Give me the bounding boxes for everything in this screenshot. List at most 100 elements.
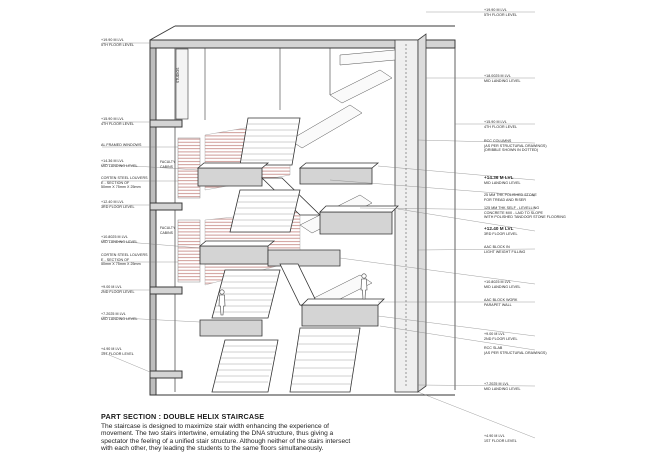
annotation-aac-block-filling: AAC BLOCK IN LIGHT WEIGHT FILLING [484, 245, 525, 254]
landing-14-36-left [197, 167, 263, 187]
annotation-4th-floor-right: +15.90 M LVL 4TH FLOOR LEVEL [484, 120, 517, 129]
level-value: +10.8025 M LVL [101, 235, 128, 239]
stair-flight [229, 189, 301, 233]
cabin-label-line: FACULTY [160, 160, 176, 164]
annotation-4th-floor-left: +15.90 M LVL 4TH FLOOR LEVEL [101, 117, 134, 126]
caption-line: spectator the feeling of a unified stair… [101, 437, 351, 445]
slab-3rd-left [149, 202, 183, 211]
note-line: (DRIBBLE SHOWN IN DOTTED) [484, 148, 539, 153]
level-name: 2ND FLOOR LEVEL [484, 336, 518, 341]
level-name: MID LANDING LEVEL [101, 239, 138, 244]
faculty-cabins-lower-label: FACULTY CABINS [160, 226, 175, 235]
level-name: 4TH FLOOR LEVEL [101, 121, 135, 126]
landing-top [196, 162, 270, 169]
stair-treads [214, 345, 277, 383]
note-line: E - SECTION OF [101, 257, 130, 262]
cabin-label-line: CABINS [160, 164, 173, 169]
level-value: +4.90 M LVL [101, 347, 122, 351]
annotation-mid-landing-7-left: +7.2025 M LVL MID LANDING LEVEL [101, 312, 138, 321]
note-line: 25 MM THK POLISHED STONE [484, 193, 537, 197]
note-line: CONCRETE MIX - LAID TO SLOPE [484, 210, 543, 215]
caption-line: The staircase is designed to maximize st… [101, 423, 329, 430]
note-line: (AS PER STRUCTURAL DRAWINGS) [484, 143, 547, 148]
stair-treads [232, 195, 299, 227]
cabin-label-line: CABINS [160, 230, 173, 235]
left-outer-wall [149, 47, 157, 396]
note-line: WITH POLISHED TANDOOR STONE FLOORING [484, 215, 566, 220]
note-line: E - SECTION OF [101, 180, 130, 185]
level-name: 1ST FLOOR LEVEL [484, 438, 517, 443]
cabin-label-line: FACULTY [160, 226, 176, 230]
level-value: +12.40 M LVL [484, 226, 514, 231]
note-line: RCC SLAB [484, 346, 503, 350]
annotation-1st-floor-left: +4.90 M LVL 1ST FLOOR LEVEL [101, 347, 134, 356]
annotation-5th-floor-right: +19.90 M LVL 5TH FLOOR LEVEL [484, 8, 517, 17]
level-value: +4.90 M LVL [484, 434, 505, 438]
annotation-mid-landing-14-right: +14.36 M LVL MID LANDING LEVEL [484, 175, 521, 185]
note-line: PARAPET WALL [484, 302, 512, 307]
annotation-mid-landing-10-left: +10.8025 M LVL MID LANDING LEVEL [101, 235, 138, 244]
caption-body: The staircase is designed to maximize st… [101, 423, 461, 453]
note-line: CORTEN STEEL LOUVERS [101, 253, 148, 257]
faculty-cabins-upper-label: FACULTY CABINS [160, 160, 175, 169]
note-line: 50mm X 75mm X 25mm [101, 262, 141, 267]
studio-partition [175, 48, 189, 120]
human-figures [218, 273, 368, 316]
slab-2nd-left [149, 286, 183, 295]
note-line: AL FRAMED WINDOWS [101, 143, 142, 147]
note-line: FOR TREAD AND RISER [484, 197, 527, 202]
landing-7-20-left [199, 319, 263, 337]
person-figure [218, 289, 226, 316]
note-line: RCC COLUMNS [484, 139, 512, 143]
level-value: +14.36 M LVL [484, 175, 514, 180]
annotation-aac-parapet: AAC BLOCK WORK PARAPET WALL [484, 298, 517, 307]
annotation-polished-stone: 25 MM THK POLISHED STONE FOR TREAD AND R… [484, 193, 537, 202]
stair-flight [239, 117, 301, 166]
leader-lines [101, 11, 536, 439]
helix-staircase [150, 117, 455, 396]
slab-4th-left [149, 119, 183, 128]
annotation-mid-landing-7-right: +7.2025 M LVL MID LANDING LEVEL [484, 382, 521, 391]
note-line: (AS PER STRUCTURAL DRAWINGS) [484, 350, 547, 355]
note-line: AAC BLOCK IN [484, 245, 510, 249]
slab-1st-left [149, 370, 183, 379]
level-value: +12.40 M LVL [101, 200, 124, 204]
level-name: 1ST FLOOR LEVEL [101, 351, 134, 356]
rcc-column [394, 33, 427, 393]
annotation-rcc-columns: RCC COLUMNS (AS PER STRUCTURAL DRAWINGS)… [484, 139, 547, 153]
level-value: +7.2025 M LVL [101, 312, 126, 316]
back-flight [289, 104, 363, 149]
annotation-mid-landing-14-left: +14.36 M LVL MID LANDING LEVEL [101, 159, 138, 168]
annotation-2nd-floor-left: +9.00 M LVL 2ND FLOOR LEVEL [101, 285, 135, 294]
landing-top [319, 205, 399, 213]
note-line: AAC BLOCK WORK [484, 298, 518, 302]
note-line: LIGHT WEIGHT FILLING [484, 249, 526, 254]
level-name: MID LANDING LEVEL [101, 163, 138, 168]
roof-perspective-line [149, 25, 176, 41]
landing-top [301, 298, 385, 306]
annotation-2nd-floor-right: +9.00 M LVL 2ND FLOOR LEVEL [484, 332, 518, 341]
annotation-al-windows: AL FRAMED WINDOWS [101, 143, 141, 148]
level-value: +18.0025 M LVL [484, 74, 511, 78]
back-landing [339, 49, 396, 66]
caption-title: PART SECTION : DOUBLE HELIX STAIRCASE [101, 412, 265, 421]
level-name: 3RD FLOOR LEVEL [101, 204, 135, 209]
annotation-concrete-mix: 125 MM THK SELF - LEVELLING CONCRETE MIX… [484, 206, 566, 220]
rcc-column-front [394, 39, 419, 393]
level-name: 5TH FLOOR LEVEL [484, 12, 518, 17]
level-value: +15.90 M LVL [101, 117, 124, 121]
annotation-louvers-upper: CORTEN STEEL LOUVERS E - SECTION OF 50mm… [101, 176, 148, 190]
annotation-1st-floor-right: +4.90 M LVL 1ST FLOOR LEVEL [484, 434, 517, 443]
level-value: +9.00 M LVL [101, 285, 122, 289]
annotation-louvers-lower: CORTEN STEEL LOUVERS E - SECTION OF 50mm… [101, 253, 148, 267]
level-name: 3RD FLOOR LEVEL [484, 231, 518, 236]
level-name: MID LANDING LEVEL [484, 284, 521, 289]
louver-panel-lower [177, 219, 201, 283]
level-value: +9.00 M LVL [484, 332, 505, 336]
level-name: MID LANDING LEVEL [101, 316, 138, 321]
level-value: +19.90 M LVL [484, 8, 507, 12]
note-line: CORTEN STEEL LOUVERS [101, 176, 148, 180]
landing-12-40-right [319, 211, 393, 235]
